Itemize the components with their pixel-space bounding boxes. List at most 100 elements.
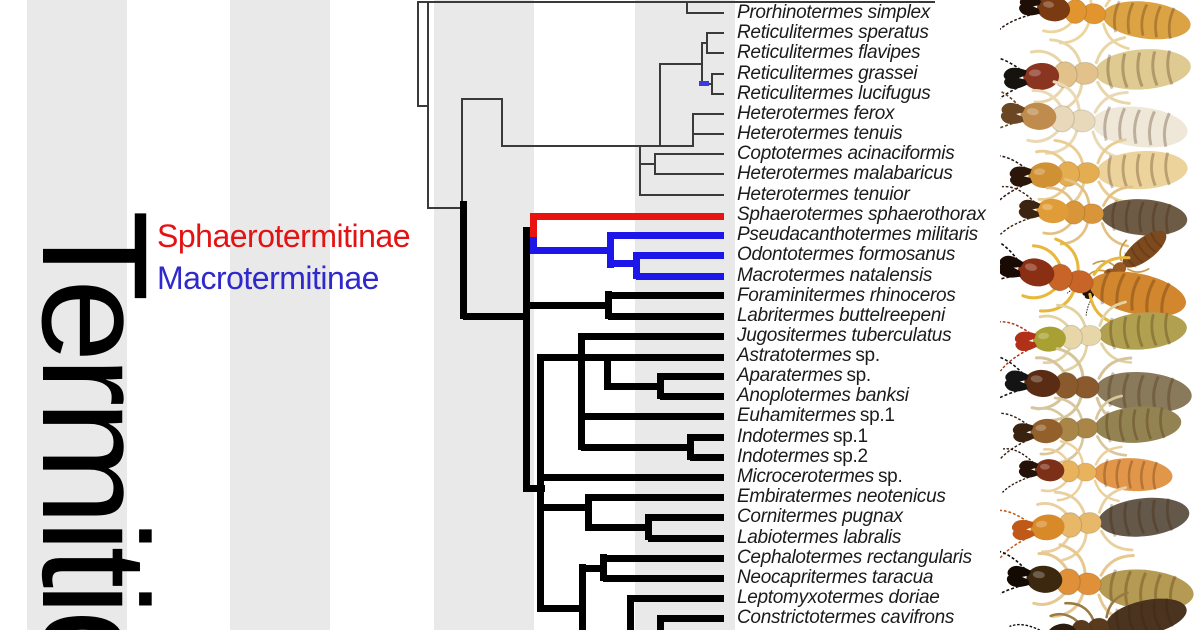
tree-branch: [584, 494, 592, 530]
background-stripe: [230, 0, 330, 630]
tree-branch: [530, 212, 724, 220]
tree-branch: [712, 73, 724, 75]
tree-branch: [660, 392, 724, 400]
species-label: Heterotermes tenuis: [737, 123, 903, 144]
tree-branch: [459, 201, 467, 319]
species-label: Labritermes buttelreepeni: [737, 305, 945, 326]
termite-photo: [1000, 394, 1182, 464]
termite-photo: [1001, 440, 1173, 503]
tree-branch: [686, 434, 694, 460]
tree-branch: [711, 73, 713, 95]
tree-branch: [540, 473, 724, 481]
tree-branch: [540, 353, 724, 361]
species-label: Pseudacanthotermes militaris: [737, 224, 978, 245]
tree-branch: [610, 231, 724, 239]
clade-label-macrotermitinae: Macrotermitinae: [157, 260, 379, 296]
tree-branch: [636, 251, 724, 259]
species-label: Heterotermes ferox: [737, 103, 895, 124]
tree-branch: [501, 98, 503, 147]
tree-branch: [463, 312, 529, 320]
termite-photo-column: [1000, 0, 1194, 630]
tree-branch: [655, 173, 724, 175]
termite-photo: [1000, 486, 1190, 562]
tree-branch: [707, 52, 724, 54]
species-label: Cephalotermes rectangularis: [737, 547, 972, 568]
tree-branch: [502, 145, 694, 147]
tree-branch: [656, 373, 664, 399]
tree-branch: [427, 1, 429, 209]
tree-branch: [632, 252, 640, 279]
tree-branch: [604, 382, 663, 390]
tree-branch: [581, 332, 724, 340]
tree-branch: [603, 354, 611, 390]
tree-branch: [690, 453, 724, 461]
termite-photo: [1000, 0, 1191, 50]
tree-branch: [526, 484, 545, 492]
tree-branch: [577, 333, 585, 450]
tree-branch: [712, 93, 724, 95]
tree-branch: [630, 594, 724, 602]
tree-branch: [417, 1, 419, 107]
tree-branch: [608, 312, 724, 320]
tree-branch: [526, 301, 611, 309]
tree-branch: [701, 42, 703, 85]
tree-branch: [706, 32, 708, 54]
support-tick: [699, 81, 709, 86]
tree-branch: [686, 2, 688, 14]
tree-branch: [529, 213, 537, 240]
tree-branch: [656, 615, 664, 630]
tree-branch: [578, 564, 586, 630]
species-label: Reticulitermes lucifugus: [737, 83, 931, 104]
tree-branch: [599, 554, 607, 581]
tree-branch: [693, 113, 724, 115]
species-label: Leptomyxotermes doriae: [737, 587, 940, 608]
tree-branch: [644, 514, 652, 540]
tree-branch: [603, 574, 724, 582]
termite-photo: [1000, 138, 1188, 211]
tree-branch: [608, 291, 724, 299]
tree-branch: [660, 372, 724, 380]
species-label: Heterotermes tenuior: [737, 184, 910, 205]
species-label: Labiotermes labralis: [737, 527, 902, 548]
termite-photo: [1000, 80, 1188, 160]
clade-label-sphaerotermitinae: Sphaerotermitinae: [157, 218, 410, 254]
tree-branch: [581, 443, 693, 451]
tree-branch: [640, 163, 656, 165]
tree-branch: [707, 32, 724, 34]
species-label: Reticulitermes flavipes: [737, 42, 921, 63]
species-label: Heterotermes malabaricus: [737, 163, 953, 184]
species-label: Prorhinotermes simplex: [737, 2, 930, 23]
tree-branch: [687, 12, 724, 14]
tree-branch: [585, 523, 651, 531]
tree-branch: [640, 194, 724, 196]
tree-branch: [626, 595, 634, 630]
species-label: Reticulitermes grassei: [737, 63, 918, 84]
species-label: Foraminitermes rhinoceros: [737, 285, 956, 306]
tree-branch: [606, 232, 614, 268]
tree-branch: [581, 412, 724, 420]
tree-branch: [522, 227, 530, 492]
species-label: Anoplotermes banksi: [737, 385, 909, 406]
termite-photo: [1000, 36, 1191, 114]
tree-branch: [692, 113, 694, 147]
tree-branch: [603, 554, 724, 562]
tree-branch: [428, 207, 464, 209]
species-label: Embiratermes neotenicus: [737, 486, 946, 507]
species-label: Constrictotermes cavifrons: [737, 607, 955, 628]
tree-branch: [660, 63, 703, 65]
species-label: Reticulitermes speratus: [737, 22, 929, 43]
tree-branch: [636, 272, 724, 280]
tree-branch: [702, 42, 708, 44]
tree-branch: [659, 63, 661, 147]
tree-branch: [654, 153, 656, 175]
tree-branch: [648, 534, 724, 542]
species-label: Cornitermes pugnax: [737, 506, 903, 527]
background-stripe: [27, 0, 127, 630]
species-label: Odontotermes formosanus: [737, 244, 956, 265]
